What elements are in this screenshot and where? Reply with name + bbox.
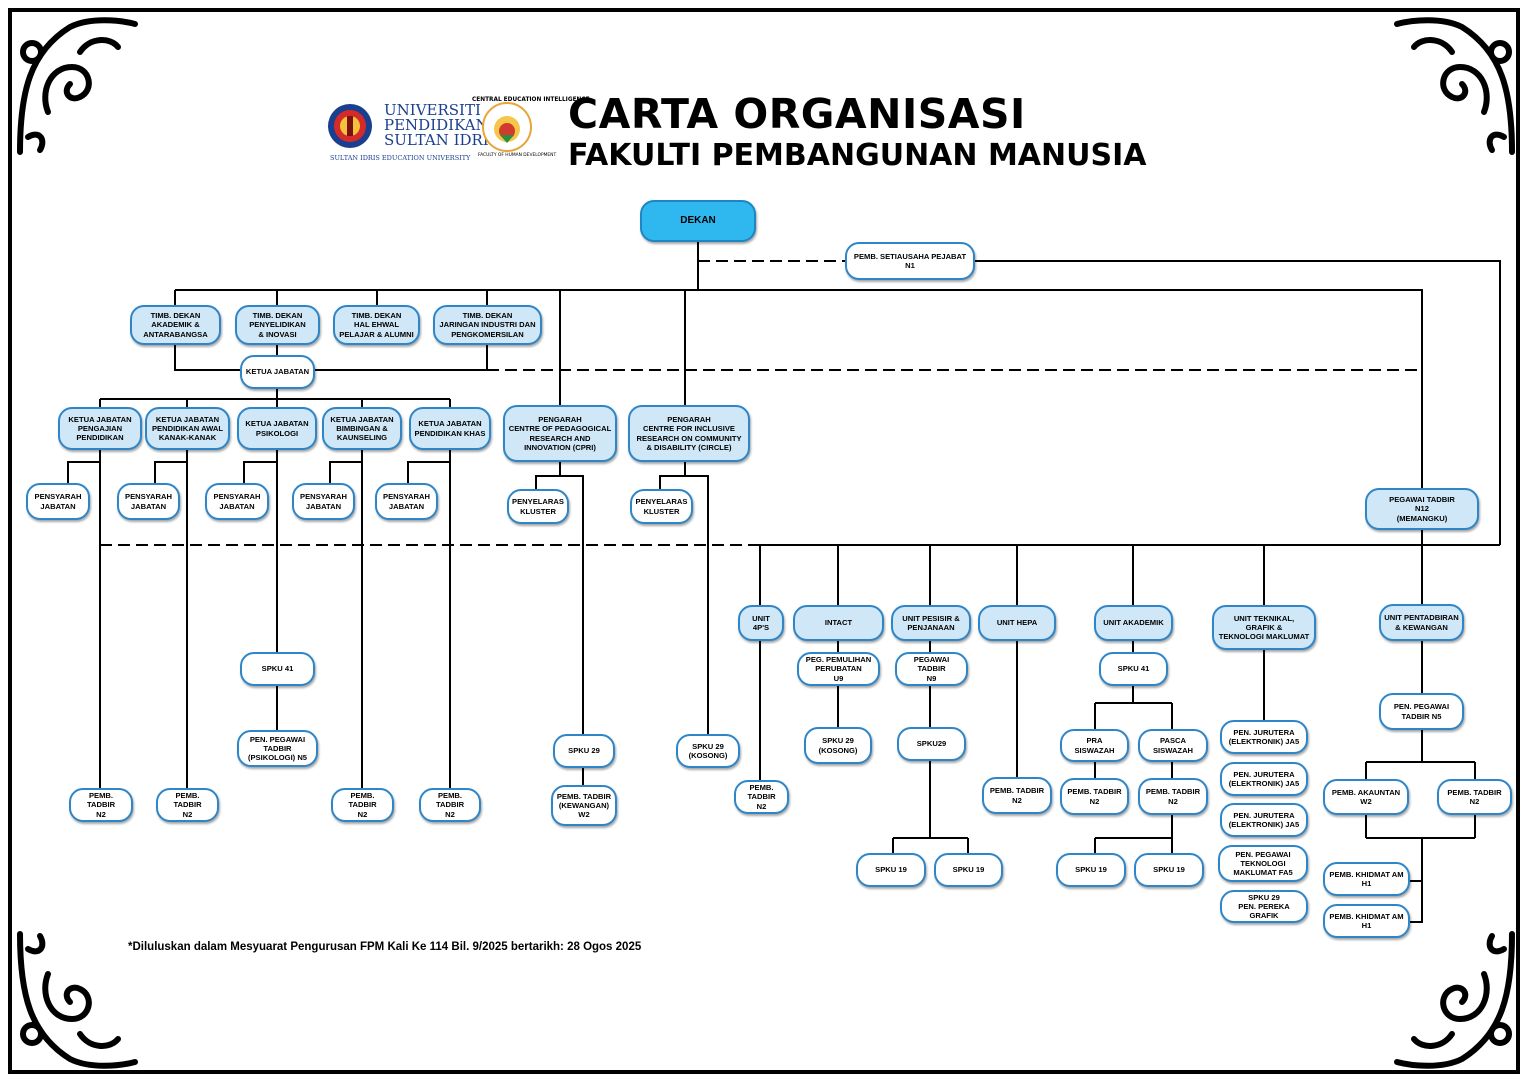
node-pra-siswazah: PRA SISWAZAH (1060, 729, 1129, 762)
upsi-name-line2: PENDIDIKAN (384, 116, 489, 134)
node-kj-khas: KETUA JABATAN PENDIDIKAN KHAS (409, 407, 491, 450)
cei-arc-text: CENTRAL EDUCATION INTELLIGENCE (472, 97, 590, 103)
node-pemb-tadbir-pentadbiran: PEMB. TADBIR N2 (1437, 779, 1512, 815)
node-pegawai-n12: PEGAWAI TADBIR N12 (MEMANGKU) (1365, 488, 1479, 530)
upsi-tagline: SULTAN IDRIS EDUCATION UNIVERSITY (330, 154, 471, 162)
page-subtitle: FAKULTI PEMBANGUNAN MANUSIA (568, 138, 1147, 173)
upsi-name-line1: UNIVERSITI (384, 101, 481, 119)
node-spku19-pesisir-1: SPKU 19 (856, 853, 926, 887)
node-spku29-kosong-circle: SPKU 29 (KOSONG) (676, 734, 740, 768)
node-pemb-tadbir-hepa: PEMB. TADBIR N2 (982, 777, 1052, 814)
node-pasca-siswazah: PASCA SISWAZAH (1138, 729, 1208, 762)
node-pemb-khidmat-1: PEMB. KHIDMAT AM H1 (1323, 862, 1410, 896)
node-ketua-jabatan: KETUA JABATAN (240, 355, 315, 389)
node-spku29-cpri: SPKU 29 (553, 734, 615, 768)
node-spku41-psiko: SPKU 41 (240, 652, 315, 686)
cei-subtitle: FACULTY OF HUMAN DEVELOPMENT (478, 153, 557, 158)
node-unit-akademik: UNIT AKADEMIK (1094, 605, 1173, 641)
node-pensyarah-3: PENSYARAH JABATAN (205, 483, 269, 520)
node-pen-jurutera-3: PEN. JURUTERA (ELEKTRONIK) JA5 (1220, 803, 1308, 837)
node-pensyarah-4: PENSYARAH JABATAN (292, 483, 355, 520)
corner-ornament-bottom-right (1394, 931, 1515, 1069)
node-td-penyelidikan: TIMB. DEKAN PENYELIDIKAN & INOVASI (235, 305, 320, 345)
node-unit-hepa: UNIT HEPA (978, 605, 1056, 641)
node-pemb-khidmat-2: PEMB. KHIDMAT AM H1 (1323, 904, 1410, 938)
node-spku19-akademik-1: SPKU 19 (1056, 853, 1126, 887)
node-pegawai-n9: PEGAWAI TADBIR N9 (895, 652, 968, 686)
node-pen-jurutera-1: PEN. JURUTERA (ELEKTRONIK) JA5 (1220, 720, 1308, 754)
corner-ornament-bottom-left (17, 931, 138, 1069)
node-spku29-grafik: SPKU 29 PEN. PEREKA GRAFIK (1220, 890, 1308, 923)
connector-right-loop (975, 260, 1501, 545)
node-setiausaha: PEMB. SETIAUSAHA PEJABAT N1 (845, 242, 975, 280)
node-pengarah-circle: PENGARAH CENTRE FOR INCLUSIVE RESEARCH O… (628, 405, 750, 462)
node-pemb-tadbir-4: PEMB. TADBIR N2 (419, 788, 481, 822)
upsi-logo: UNIVERSITI PENDIDIKAN SULTAN IDRIS SULTA… (326, 98, 499, 166)
node-pen-pegawai-psiko: PEN. PEGAWAI TADBIR (PSIKOLOGI) N5 (237, 730, 318, 767)
approval-footnote: *Diluluskan dalam Mesyuarat Pengurusan F… (128, 941, 642, 953)
node-intact: INTACT (793, 605, 884, 641)
node-pemb-tadbir-3: PEMB. TADBIR N2 (331, 788, 394, 822)
node-pemb-tadbir-pra: PEMB. TADBIR N2 (1060, 778, 1129, 815)
page-title: CARTA ORGANISASI (568, 90, 1026, 138)
node-kj-pengajian: KETUA JABATAN PENGAJIAN PENDIDIKAN (58, 407, 142, 450)
node-pemb-tadbir-1: PEMB. TADBIR N2 (69, 788, 133, 822)
node-pensyarah-2: PENSYARAH JABATAN (117, 483, 180, 520)
node-pemb-tadbir-pasca: PEMB. TADBIR N2 (1138, 778, 1208, 815)
node-spku29-kosong-intact: SPKU 29 (KOSONG) (804, 727, 872, 764)
cei-emblem-icon (482, 102, 532, 152)
node-pen-pegawai-n5: PEN. PEGAWAI TADBIR N5 (1379, 693, 1464, 730)
corner-ornament-top-left (17, 17, 138, 155)
node-spku19-pesisir-2: SPKU 19 (934, 853, 1003, 887)
node-peg-pemulihan: PEG. PEMULIHAN PERUBATAN U9 (797, 652, 880, 686)
node-td-hep: TIMB. DEKAN HAL EHWAL PELAJAR & ALUMNI (333, 305, 420, 345)
node-penyelaras-circle: PENYELARAS KLUSTER (630, 489, 693, 524)
cei-logo: CENTRAL EDUCATION INTELLIGENCE FACULTY O… (470, 95, 590, 167)
node-unit-pentadbiran: UNIT PENTADBIRAN & KEWANGAN (1379, 604, 1464, 641)
node-pensyarah-1: PENSYARAH JABATAN (26, 483, 90, 520)
node-unit-teknikal: UNIT TEKNIKAL, GRAFIK & TEKNOLOGI MAKLUM… (1212, 605, 1316, 650)
node-pen-jurutera-2: PEN. JURUTERA (ELEKTRONIK) JA5 (1220, 762, 1308, 796)
node-pemb-tadbir-kewangan: PEMB. TADBIR (KEWANGAN) W2 (551, 785, 617, 826)
node-penyelaras-cpri: PENYELARAS KLUSTER (507, 489, 569, 524)
node-spku29-pesisir: SPKU29 (897, 727, 966, 761)
connector-top-bus (175, 289, 1423, 545)
node-td-akademik: TIMB. DEKAN AKADEMIK & ANTARABANGSA (130, 305, 221, 345)
upsi-name-line3: SULTAN IDRIS (384, 131, 500, 149)
node-unit-pesisir: UNIT PESISIR & PENJANAAN (891, 605, 971, 641)
node-spku19-akademik-2: SPKU 19 (1134, 853, 1204, 887)
node-kj-awal: KETUA JABATAN PENDIDIKAN AWAL KANAK-KANA… (145, 407, 230, 450)
node-kj-psikologi: KETUA JABATAN PSIKOLOGI (237, 407, 317, 450)
node-spku41-akademik: SPKU 41 (1099, 652, 1168, 686)
node-pemb-akauntan: PEMB. AKAUNTAN W2 (1323, 779, 1409, 815)
node-pensyarah-5: PENSYARAH JABATAN (375, 483, 438, 520)
node-unit-4ps: UNIT 4P'S (738, 605, 784, 641)
node-pen-peg-teknologi: PEN. PEGAWAI TEKNOLOGI MAKLUMAT FA5 (1218, 845, 1308, 882)
node-td-jaringan: TIMB. DEKAN JARINGAN INDUSTRI DAN PENGKO… (433, 305, 542, 345)
corner-ornament-top-right (1394, 17, 1515, 155)
node-dekan: DEKAN (640, 200, 756, 242)
node-kj-bimbingan: KETUA JABATAN BIMBINGAN & KAUNSELING (322, 407, 402, 450)
node-pengarah-cpri: PENGARAH CENTRE OF PEDAGOGICAL RESEARCH … (503, 405, 617, 462)
node-pemb-tadbir-4ps: PEMB. TADBIR N2 (734, 780, 789, 814)
upsi-crest-icon (328, 104, 372, 148)
node-pemb-tadbir-2: PEMB. TADBIR N2 (156, 788, 219, 822)
page-border (8, 8, 1520, 1074)
